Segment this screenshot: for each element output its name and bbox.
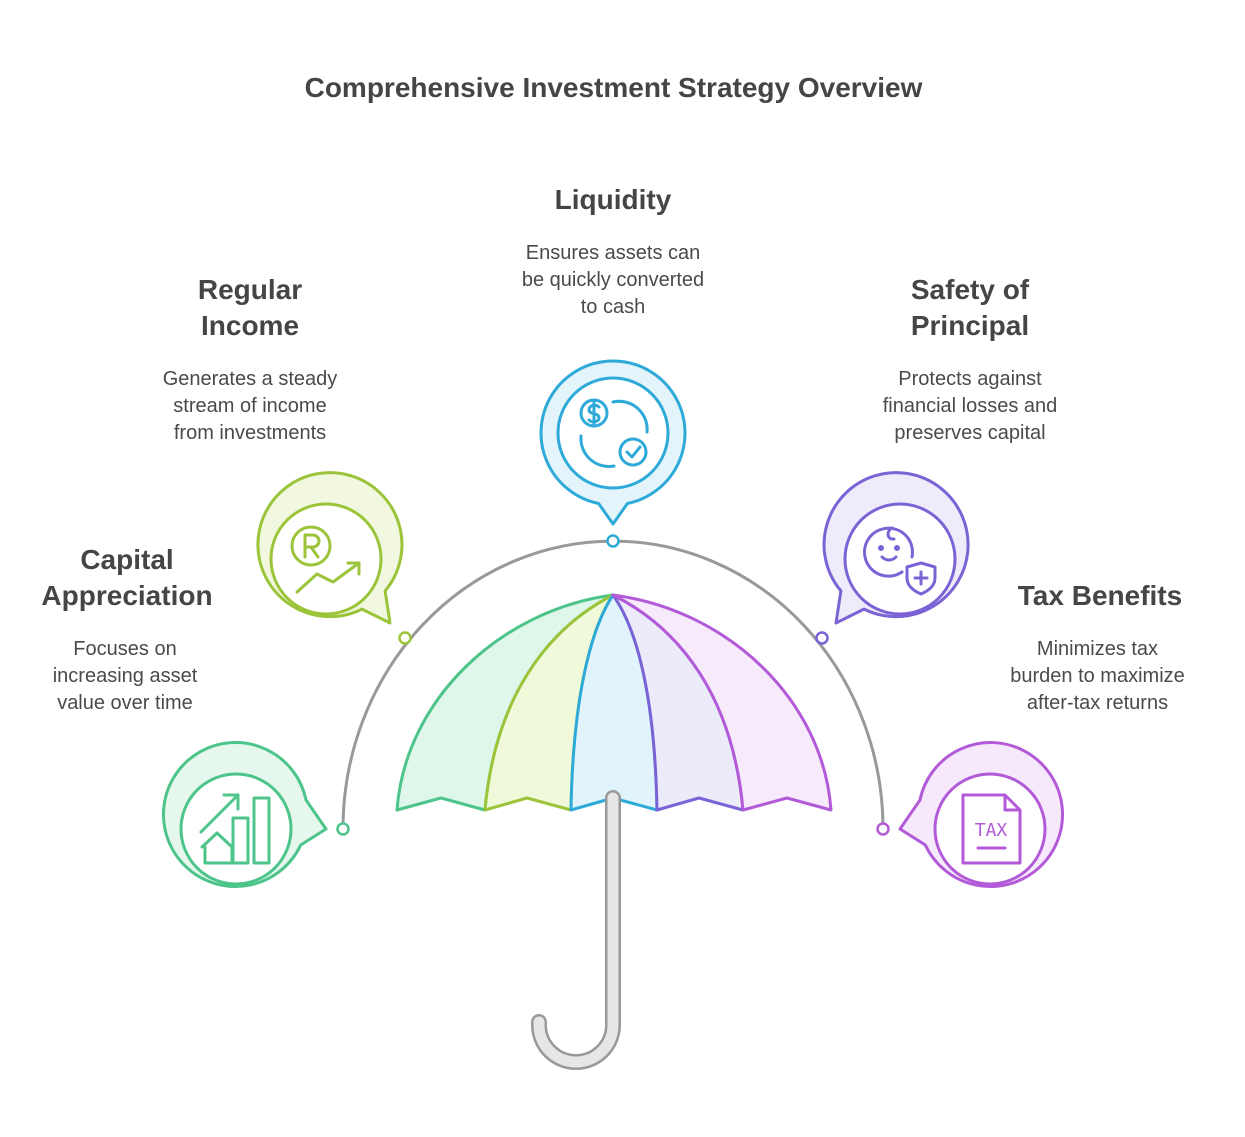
heading-safety-of-principal: Safety of Principal [910, 274, 1030, 341]
umbrella-panel-tax [611, 593, 833, 812]
bubble-capital [161, 741, 328, 888]
baby-shield-icon [862, 526, 937, 596]
marker-safety [815, 631, 829, 645]
desc-regular-income: Generates a steady stream of income from… [162, 368, 338, 444]
bubble-safety [822, 471, 970, 625]
marker-capital [336, 822, 350, 836]
marker-liquidity [606, 534, 620, 548]
bubble-income [256, 471, 404, 625]
heading-regular-income: Regular Income [197, 274, 303, 341]
desc-tax-benefits: Minimizes tax burden to maximize after-t… [1010, 638, 1185, 714]
heading-capital-appreciation: Capital Appreciation [41, 544, 213, 611]
desc-safety-of-principal: Protects against financial losses and pr… [882, 368, 1058, 444]
rupee-trend-icon [290, 525, 361, 594]
heading-tax-benefits: Tax Benefits [1017, 580, 1183, 611]
marker-tax [876, 822, 890, 836]
desc-capital-appreciation: Focuses on increasing asset value over t… [52, 638, 198, 714]
growth-chart-house-icon [199, 793, 271, 865]
umbrella-handle-inner [533, 792, 619, 1068]
marker-income [398, 631, 412, 645]
umbrella-handle [531, 790, 621, 1070]
bubble-tax: TAX [898, 741, 1065, 888]
tax-icon-label: TAX [975, 820, 1008, 841]
heading-liquidity: Liquidity [554, 184, 672, 215]
cash-conversion-icon [579, 398, 649, 468]
diagram-title: Comprehensive Investment Strategy Overvi… [304, 72, 923, 103]
tax-document-icon: TAX [961, 793, 1022, 865]
bubble-liquidity [539, 359, 687, 526]
desc-liquidity: Ensures assets can be quickly converted … [521, 242, 705, 318]
